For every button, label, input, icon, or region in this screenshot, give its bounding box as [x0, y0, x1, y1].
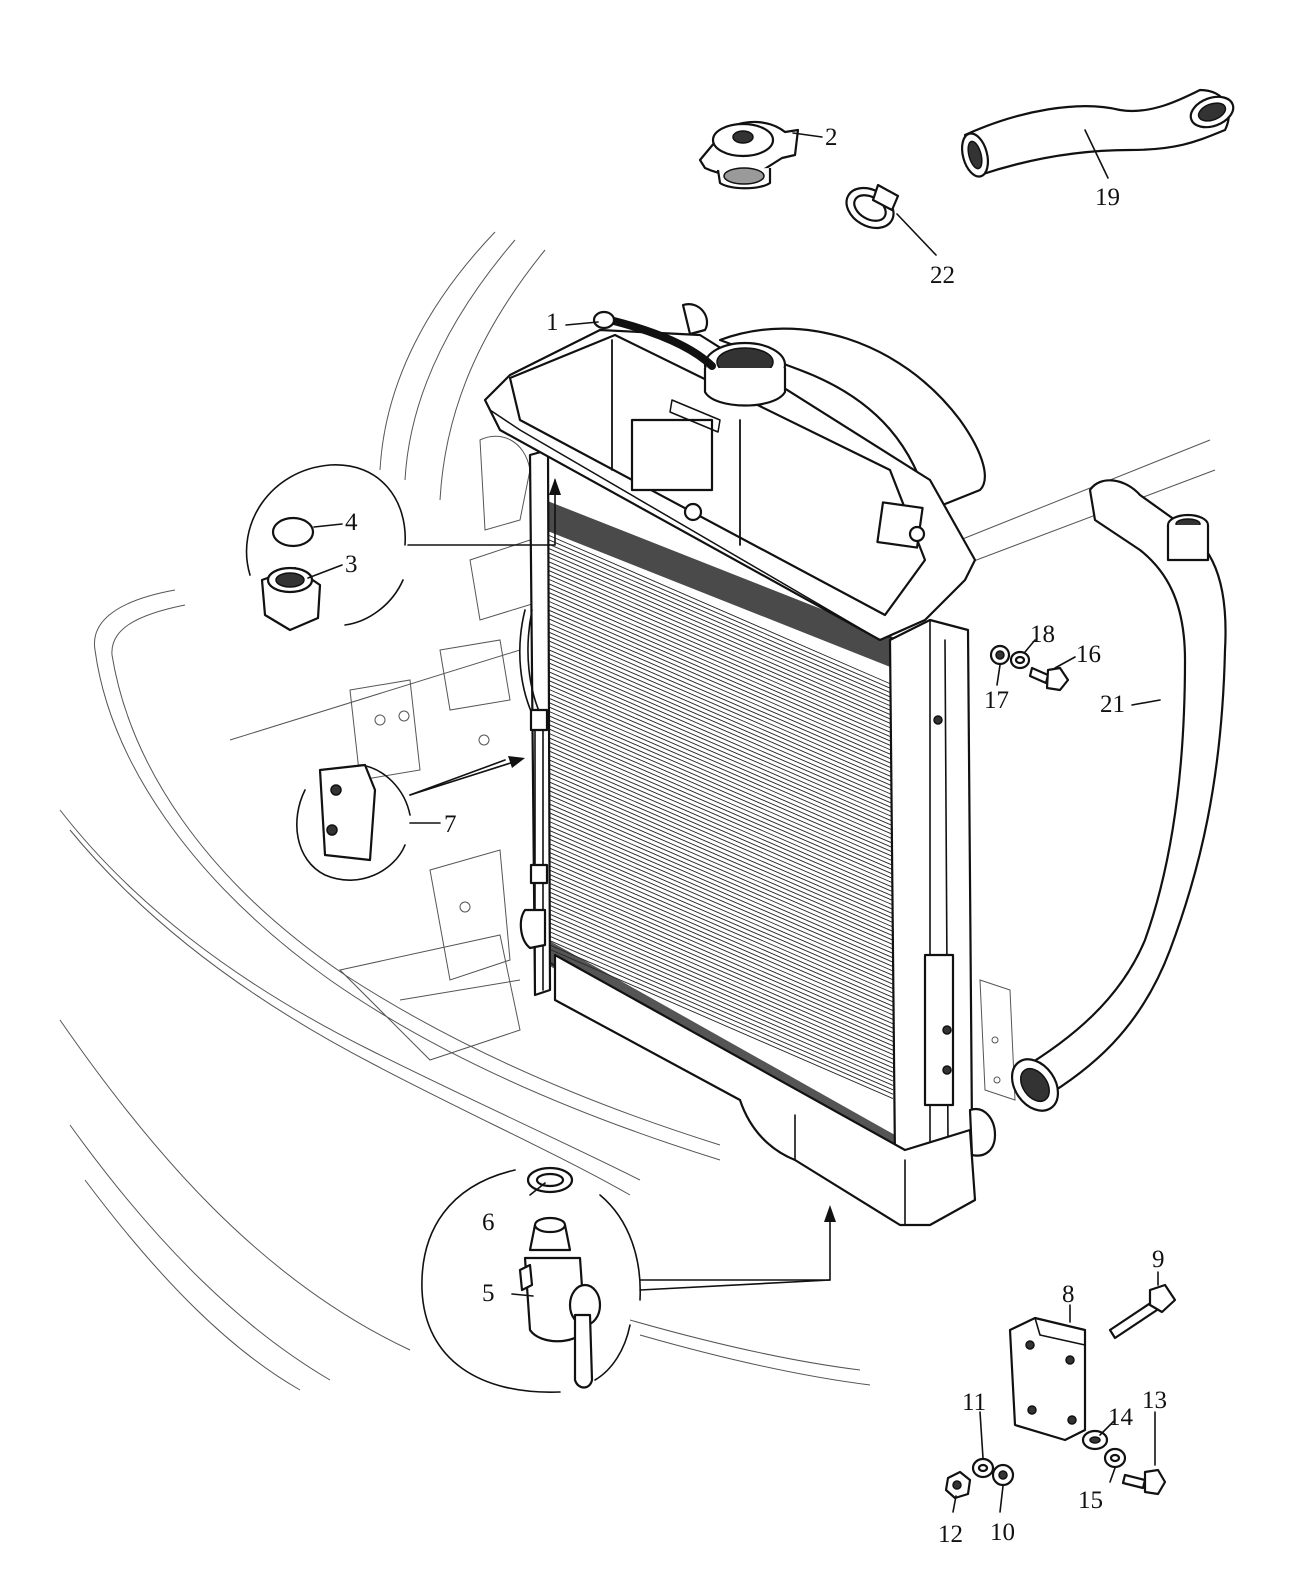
leader-lines [307, 129, 1161, 1513]
callout-15: 15 [1078, 1487, 1103, 1514]
part-4-blanking-plug [271, 516, 315, 548]
callout-2: 2 [825, 124, 838, 151]
callout-16: 16 [1076, 641, 1101, 668]
radiator-shroud [718, 327, 986, 512]
part-19-top-hose [960, 88, 1235, 178]
callout-22: 22 [930, 262, 955, 289]
callout-labels: 1 2 3 4 5 6 7 8 9 10 11 12 13 14 15 16 1… [345, 124, 1167, 1548]
callout-5: 5 [482, 1280, 495, 1307]
callout-18: 18 [1030, 621, 1055, 648]
callout-6: 6 [482, 1209, 495, 1236]
part-8-mounting-bracket [1008, 1316, 1087, 1442]
callout-7: 7 [444, 811, 457, 838]
inset-drain-tap [421, 1166, 836, 1393]
callout-1: 1 [546, 309, 559, 336]
part-22-hose-clip [845, 183, 900, 230]
inset-drain-plug [245, 464, 561, 632]
callout-21: 21 [1100, 691, 1125, 718]
callout-17: 17 [984, 687, 1009, 714]
inset-bracket [296, 756, 525, 881]
car-body-outline [59, 231, 1216, 1391]
callout-13: 13 [1142, 1387, 1167, 1414]
part-2-filler-cap [698, 120, 800, 190]
part-21-bottom-hose [1010, 479, 1227, 1112]
callout-4: 4 [345, 509, 358, 536]
callout-3: 3 [345, 551, 358, 578]
callout-9: 9 [1152, 1246, 1165, 1273]
callout-14: 14 [1108, 1404, 1134, 1431]
small-hardware [944, 644, 1167, 1500]
callout-12: 12 [938, 1521, 963, 1548]
callout-11: 11 [962, 1389, 986, 1416]
part-9-bolt [1108, 1283, 1177, 1340]
callout-8: 8 [1062, 1281, 1075, 1308]
part-7-bracket [318, 763, 377, 862]
radiator-core-fins [547, 534, 894, 1100]
radiator-assembly [483, 303, 997, 1227]
callout-10: 10 [990, 1519, 1015, 1546]
callout-19: 19 [1095, 184, 1120, 211]
